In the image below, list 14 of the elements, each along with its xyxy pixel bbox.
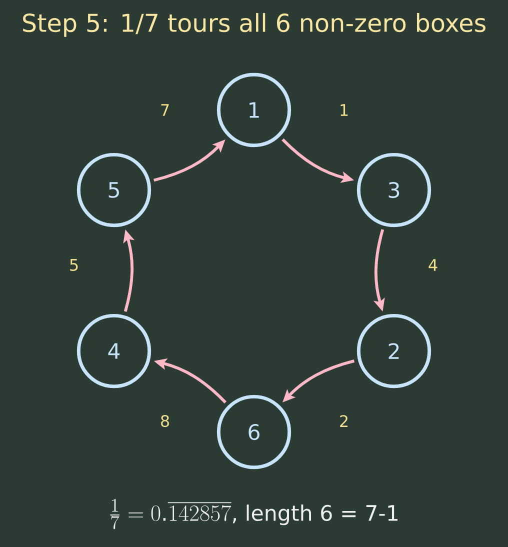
circle-node: 5 [76, 152, 152, 228]
edge-label: 5 [70, 259, 78, 271]
circle-node: 2 [356, 314, 432, 388]
title: Step 5: 1/7 tours all 6 non-zero boxes [23, 13, 486, 37]
circle-node: 3 [356, 152, 432, 228]
circle-node: 4 [76, 314, 152, 388]
circle-node: 6 [216, 394, 292, 470]
edge-label: 2 [340, 415, 348, 427]
edge-label: 7 [161, 104, 169, 116]
circle-node: 1 [216, 72, 292, 148]
edge-label: 8 [161, 414, 169, 428]
edge-label: 4 [428, 259, 438, 271]
edge-label: 1 [340, 104, 348, 116]
caption-formula: $\frac{1}{7} = 0.\overline{142857}\text{, length 6 = 7-1}$ [110, 498, 398, 530]
